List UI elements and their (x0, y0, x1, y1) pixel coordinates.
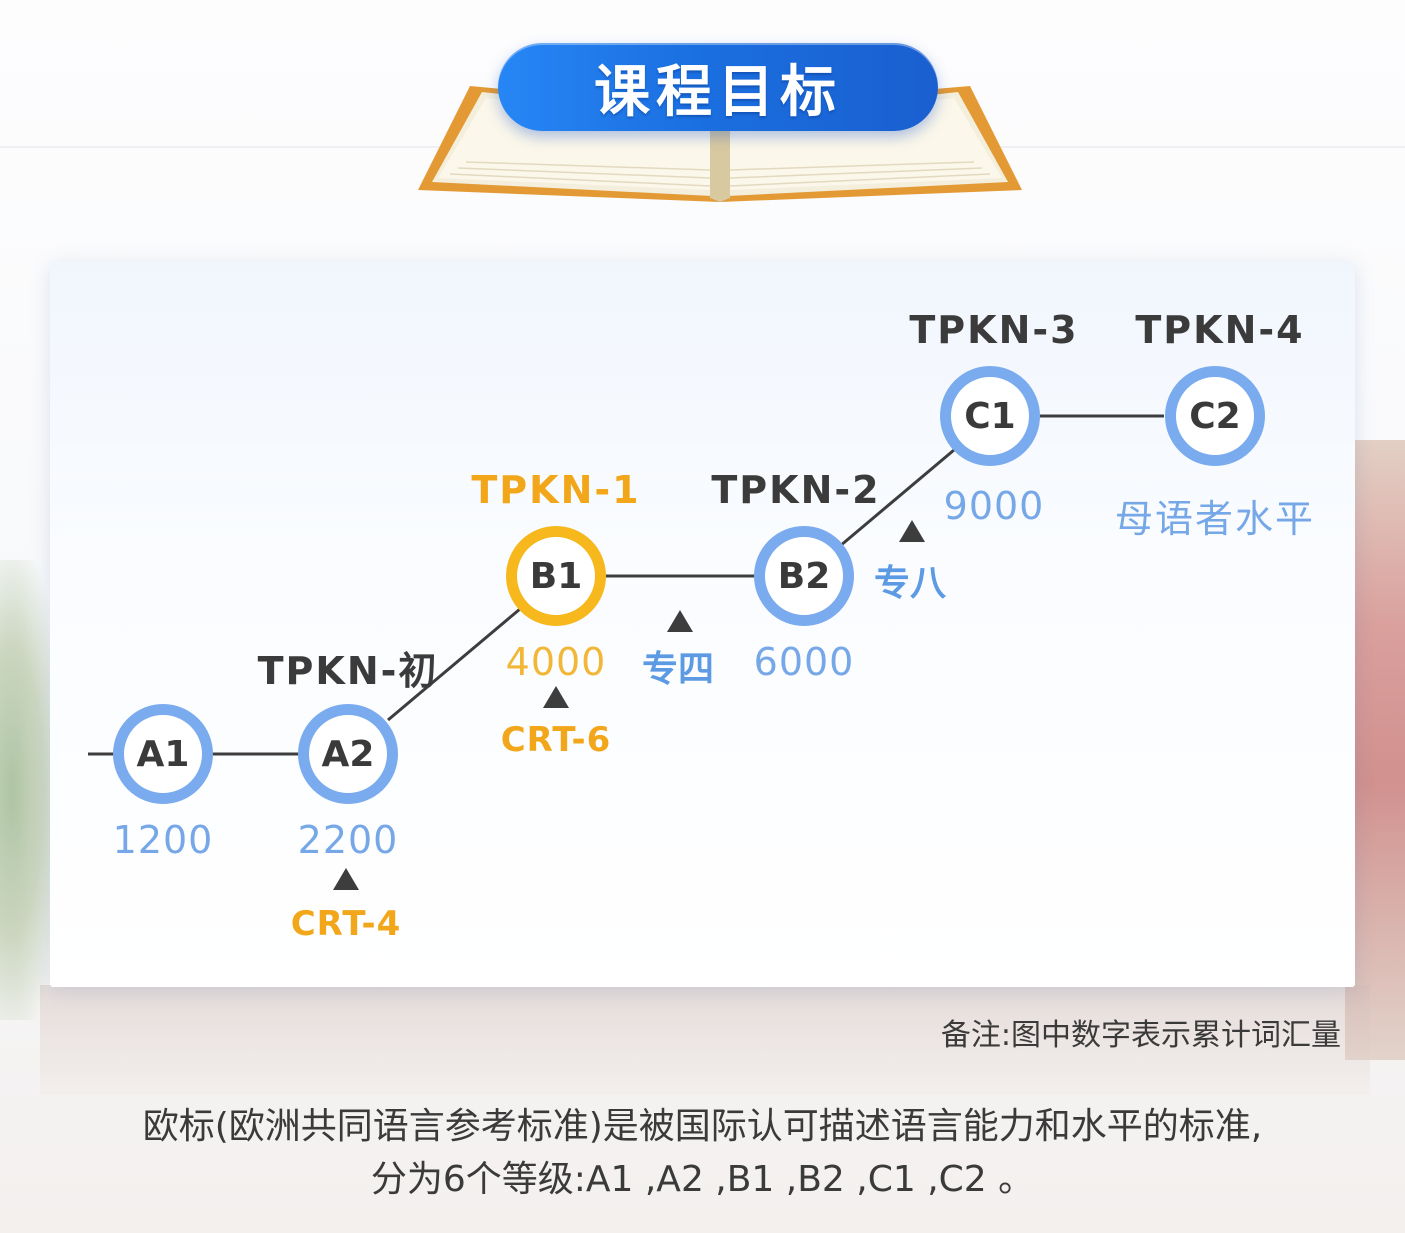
vocab-count: 1200 (112, 818, 214, 862)
node-label: C2 (1189, 395, 1241, 437)
node-label: B2 (777, 555, 831, 597)
vocab-count: 6000 (753, 640, 855, 684)
connector-lines (88, 414, 1164, 756)
node-label: A1 (136, 733, 190, 775)
tpkn-label: TPKN-3 (909, 308, 1079, 352)
exam-label: CRT-6 (500, 720, 612, 760)
description-line: 分为6个等级:A1 ,A2 ,B1 ,B2 ,C1 ,C2 。 (370, 1159, 1035, 1200)
exam-label: 专八 (873, 563, 947, 604)
vocab-count: 9000 (943, 484, 1045, 528)
node-label: B1 (529, 555, 583, 597)
node-a2: A2 (298, 704, 398, 804)
title-banner: 课程目标 (498, 43, 938, 131)
footnote: 备注:图中数字表示累计词汇量 (940, 1018, 1341, 1053)
node-label: A2 (321, 733, 375, 775)
triangle-marker-icon (667, 610, 693, 632)
exam-label: CRT-4 (290, 904, 402, 944)
node-label: C1 (964, 395, 1016, 437)
header: 课程目标 (0, 0, 1405, 220)
node-b1: B1 (506, 526, 606, 626)
vocab-count: 2200 (297, 818, 399, 862)
page-title: 课程目标 (594, 59, 842, 125)
background-books (40, 985, 1370, 1095)
description-line: 欧标(欧洲共同语言参考标准)是被国际认可描述语言能力和水平的标准, (142, 1106, 1263, 1147)
triangle-marker-icon (899, 520, 925, 542)
tpkn-label: TPKN-2 (711, 468, 881, 512)
node-c2: C2 (1165, 366, 1265, 466)
node-a1: A1 (113, 704, 213, 804)
node-c1: C1 (940, 366, 1040, 466)
triangle-marker-icon (543, 686, 569, 708)
triangle-marker-icon (333, 868, 359, 890)
vocab-count: 母语者水平 (1114, 497, 1316, 541)
tpkn-label: TPKN-初 (257, 649, 439, 693)
vocab-count: 4000 (505, 640, 607, 684)
tpkn-label: TPKN-4 (1135, 308, 1305, 352)
node-b2: B2 (754, 526, 854, 626)
exam-label: 专四 (641, 649, 715, 690)
background-building (1345, 440, 1405, 1060)
tpkn-label: TPKN-1 (471, 468, 641, 512)
level-card: A1 A2 B1 B2 C1 C2 TPKN-初 TPKN-1 TPKN-2 T… (50, 262, 1355, 987)
